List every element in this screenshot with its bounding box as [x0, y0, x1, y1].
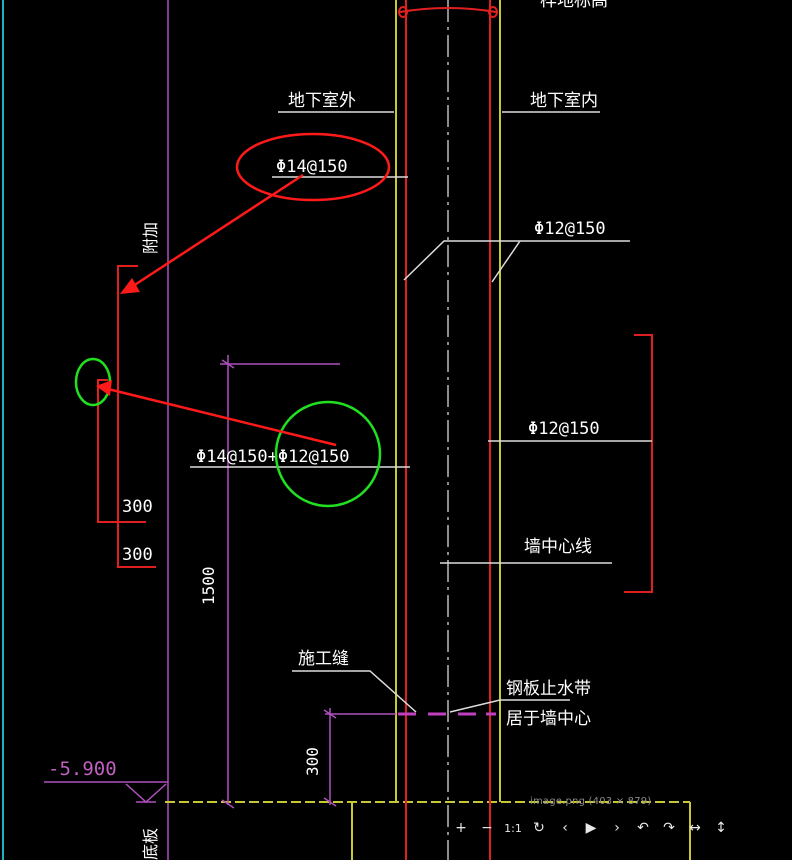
- leader-lines: [190, 111, 652, 713]
- zoom-in-button[interactable]: +: [455, 820, 467, 836]
- zoom-out-button[interactable]: −: [481, 820, 493, 836]
- wall-centerline-label: 墙中心线: [524, 537, 592, 557]
- arrowhead-red: [120, 278, 140, 294]
- highlight-ellipse-green: [74, 357, 112, 407]
- highlight-ellipse-red: [235, 132, 391, 202]
- wall-outline: [165, 0, 691, 860]
- dim-300-upper: 300: [122, 497, 153, 517]
- rebar-outer-top: Φ14@150: [276, 157, 348, 177]
- next-icon[interactable]: ›: [614, 820, 620, 836]
- construction-joint-label: 施工缝: [298, 649, 349, 669]
- dim-300-lower: 300: [122, 545, 153, 565]
- elevation-label: -5.900: [48, 758, 117, 780]
- undo-icon[interactable]: ↶: [637, 820, 649, 836]
- bracket-left-outer: [117, 265, 156, 568]
- top-label: 样地标高: [540, 0, 608, 11]
- actual-size-button[interactable]: 1:1: [504, 821, 522, 835]
- rotate-icon[interactable]: ↻: [533, 820, 545, 836]
- annotation-arrow-red: [129, 173, 304, 290]
- arrowhead-green: [96, 380, 112, 396]
- image-info: image.png (403 × 879): [530, 796, 652, 807]
- prev-icon[interactable]: ‹: [562, 820, 568, 836]
- waterstop-label-2: 居于墙中心: [506, 709, 591, 729]
- dim-300-bottom: 300: [303, 747, 322, 776]
- bracket-left-inner: [97, 379, 146, 523]
- rebar-inner-top: Φ12@150: [534, 219, 606, 239]
- bracket-right: [624, 334, 653, 593]
- rebar-outer-lower: Φ14@150+Φ12@150: [196, 447, 350, 467]
- rebar-inner-mid: Φ12@150: [528, 419, 600, 439]
- side-label: 附加: [141, 222, 160, 254]
- waterstop-label-1: 钢板止水带: [506, 679, 591, 699]
- play-icon[interactable]: ▶: [585, 820, 597, 836]
- dim-1500: 1500: [199, 566, 218, 605]
- label-outside: 地下室外: [288, 91, 356, 111]
- dimension-lines: [220, 355, 396, 809]
- bottom-label: 底板: [141, 828, 160, 860]
- fit-width-icon[interactable]: ↔: [689, 820, 701, 836]
- fit-height-icon[interactable]: ↕: [715, 820, 727, 836]
- annotation-arrow-green: [107, 387, 337, 447]
- highlight-circle-green: [274, 400, 382, 508]
- label-inside: 地下室内: [530, 91, 598, 111]
- rebar-lines: [398, 0, 498, 860]
- viewer-toolbar: + − 1:1 ↻ ‹ ▶ › ↶ ↷ ↔ ↕: [448, 814, 734, 842]
- elevation-mark: [44, 781, 168, 804]
- redo-icon[interactable]: ↷: [663, 820, 675, 836]
